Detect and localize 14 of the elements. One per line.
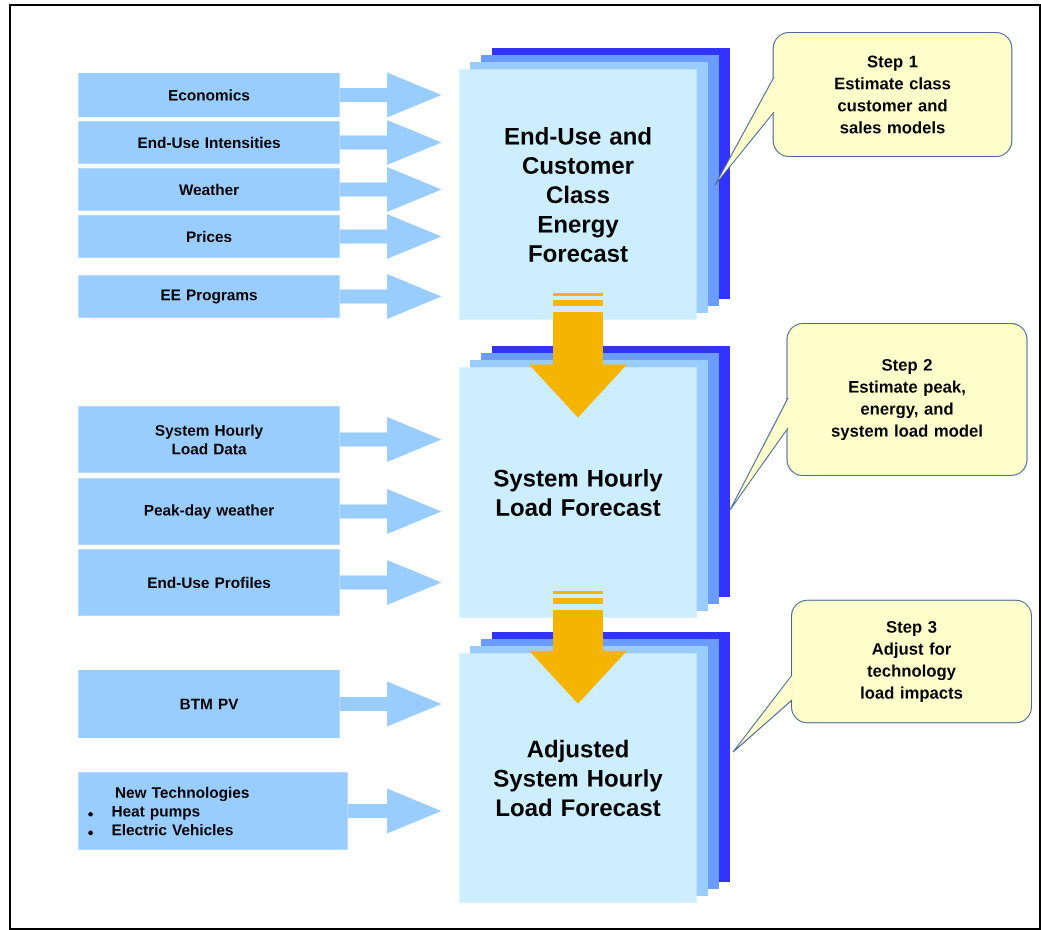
input-box: Economics xyxy=(78,73,340,117)
forecast-box: End-Use and Customer Class Energy Forecast xyxy=(459,69,697,320)
input-box: New Technologies Heat pumps Electric Vehicles xyxy=(78,772,348,850)
forecast-box: Adjusted System Hourly Load Forecast xyxy=(459,653,697,903)
callout-box: Step 3 Adjust for technology load impacts xyxy=(790,599,1033,724)
input-box: BTM PV xyxy=(78,670,340,738)
input-box: End-Use Profiles xyxy=(78,549,340,616)
input-box: End-Use Intensities xyxy=(78,121,340,164)
input-box: EE Programs xyxy=(78,275,340,318)
input-box: Weather xyxy=(78,168,340,211)
input-box: System Hourly Load Data xyxy=(78,406,340,473)
input-box: Peak-day weather xyxy=(78,478,340,545)
input-box: Prices xyxy=(78,215,340,258)
forecast-box: System Hourly Load Forecast xyxy=(459,367,697,618)
